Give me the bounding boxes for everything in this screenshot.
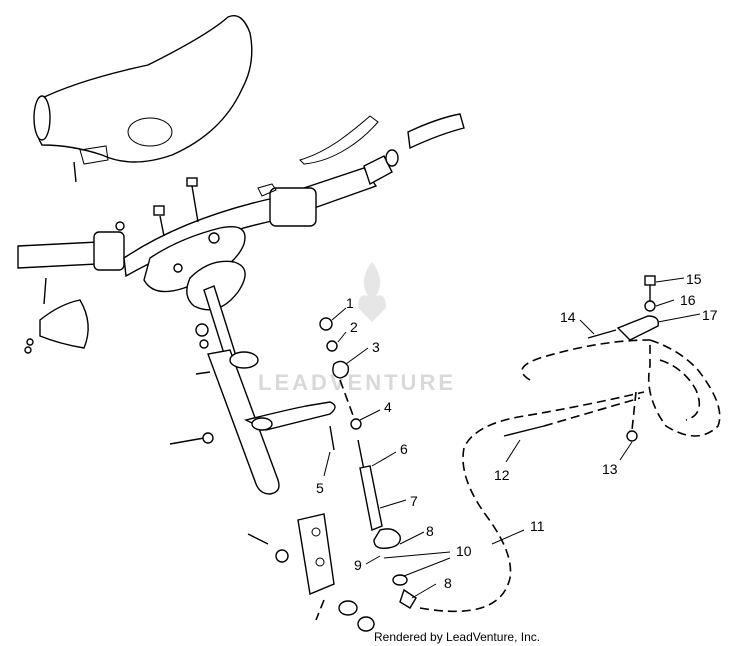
callout-8-upper: 8 <box>426 523 434 539</box>
handlebar-pad <box>33 15 253 183</box>
cable-route <box>419 391 645 613</box>
riser-block <box>115 177 246 311</box>
callout-9: 9 <box>354 557 362 573</box>
callout-12: 12 <box>494 467 510 483</box>
leader-lines <box>323 277 701 599</box>
callout-4: 4 <box>384 399 392 415</box>
callout-1: 1 <box>346 295 354 311</box>
callout-11: 11 <box>530 518 545 534</box>
callout-3: 3 <box>372 339 380 355</box>
steering-column <box>169 285 336 495</box>
ski-linkage <box>503 275 721 442</box>
callout-17: 17 <box>702 307 718 323</box>
callout-6: 6 <box>400 441 408 457</box>
callout-13: 13 <box>602 461 618 477</box>
credit-text: Rendered by LeadVenture, Inc. <box>374 630 540 644</box>
callout-8-lower: 8 <box>444 575 452 591</box>
callout-16: 16 <box>680 292 696 308</box>
callout-7: 7 <box>410 493 418 509</box>
clamp-bracket <box>24 277 89 354</box>
callout-10: 10 <box>456 543 472 559</box>
steering-arm <box>247 513 375 632</box>
callout-5: 5 <box>316 480 324 496</box>
callout-labels: 1 2 3 4 5 6 7 8 9 10 11 8 12 13 14 15 16… <box>316 271 718 591</box>
tie-rod <box>319 317 417 609</box>
callout-15: 15 <box>686 271 702 287</box>
callout-14: 14 <box>560 309 576 325</box>
callout-2: 2 <box>350 319 358 335</box>
watermark-text: LEADVENTURE <box>258 370 456 395</box>
watermark: LEADVENTURE <box>258 262 456 395</box>
handlebar-bar <box>17 113 465 278</box>
